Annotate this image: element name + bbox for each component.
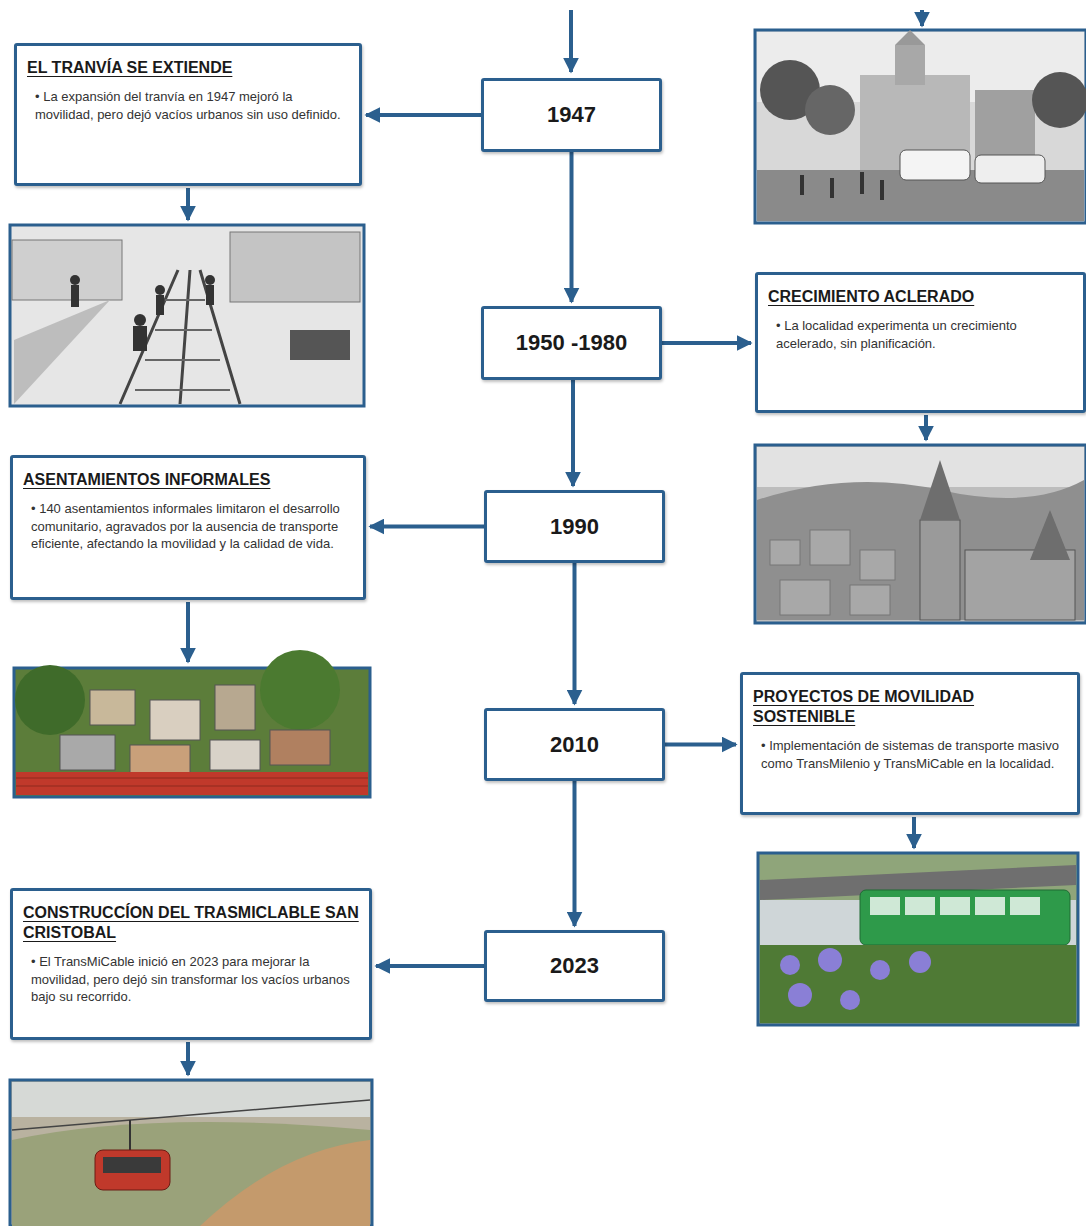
timeline-arrow [376, 964, 484, 968]
photo-arrow [186, 602, 190, 662]
photo-settlements [14, 650, 370, 797]
event-box: PROYECTOS DE MOVILIDAD SOSTENIBLE • Imple… [740, 672, 1080, 815]
photo-plaza [755, 30, 1086, 223]
photo-arrow [186, 1042, 190, 1075]
photo-arrow [912, 817, 916, 848]
photo-arrow [920, 10, 924, 26]
event-description: • La localidad experimenta un crecimient… [768, 317, 1073, 352]
year-box: 2010 [484, 708, 665, 781]
timeline-arrow [370, 525, 484, 529]
timeline-arrow [573, 781, 577, 926]
event-box: EL TRANVÍA SE EXTIENDE • La expansión del… [14, 43, 362, 186]
timeline-arrow [366, 113, 481, 117]
event-description: • La expansión del tranvía en 1947 mejor… [27, 88, 349, 123]
year-box: 2023 [484, 930, 665, 1002]
event-description: • Implementación de sistemas de transpor… [753, 737, 1067, 772]
year-label: 1947 [547, 102, 596, 128]
event-description: • 140 asentamientos informales limitaron… [23, 500, 353, 553]
year-label: 1950 -1980 [516, 330, 627, 356]
year-box: 1990 [484, 490, 665, 563]
photo-arrow [924, 415, 928, 440]
event-box: ASENTAMIENTOS INFORMALES • 140 asentamien… [10, 455, 366, 600]
event-heading: EL TRANVÍA SE EXTIENDE [27, 58, 349, 78]
timeline-arrow [573, 563, 577, 704]
photo-cable [10, 1080, 372, 1226]
year-label: 1990 [550, 514, 599, 540]
event-heading: CONSTRUCCÍON DEL TRASMICLABLE SAN CRISTO… [23, 903, 359, 943]
event-description: • El TransMiCable inició en 2023 para me… [23, 953, 359, 1006]
year-box: 1947 [481, 78, 662, 152]
timeline-arrow [571, 380, 575, 486]
event-box: CRECIMIENTO ACLERADO • La localidad exper… [755, 272, 1086, 413]
event-box: CONSTRUCCÍON DEL TRASMICLABLE SAN CRISTO… [10, 888, 372, 1040]
timeline-arrow [665, 743, 736, 747]
photo-transmilenio [758, 853, 1078, 1025]
event-heading: CRECIMIENTO ACLERADO [768, 287, 1073, 307]
photo-city [755, 445, 1086, 623]
photo-tranvia [10, 225, 364, 406]
event-heading: ASENTAMIENTOS INFORMALES [23, 470, 353, 490]
year-box: 1950 -1980 [481, 306, 662, 380]
year-label: 2023 [550, 953, 599, 979]
event-heading: PROYECTOS DE MOVILIDAD SOSTENIBLE [753, 687, 1067, 727]
timeline-arrow [662, 341, 751, 345]
year-label: 2010 [550, 732, 599, 758]
photo-arrow [186, 188, 190, 220]
timeline-start-arrow [569, 10, 573, 72]
timeline-arrow [570, 152, 574, 302]
